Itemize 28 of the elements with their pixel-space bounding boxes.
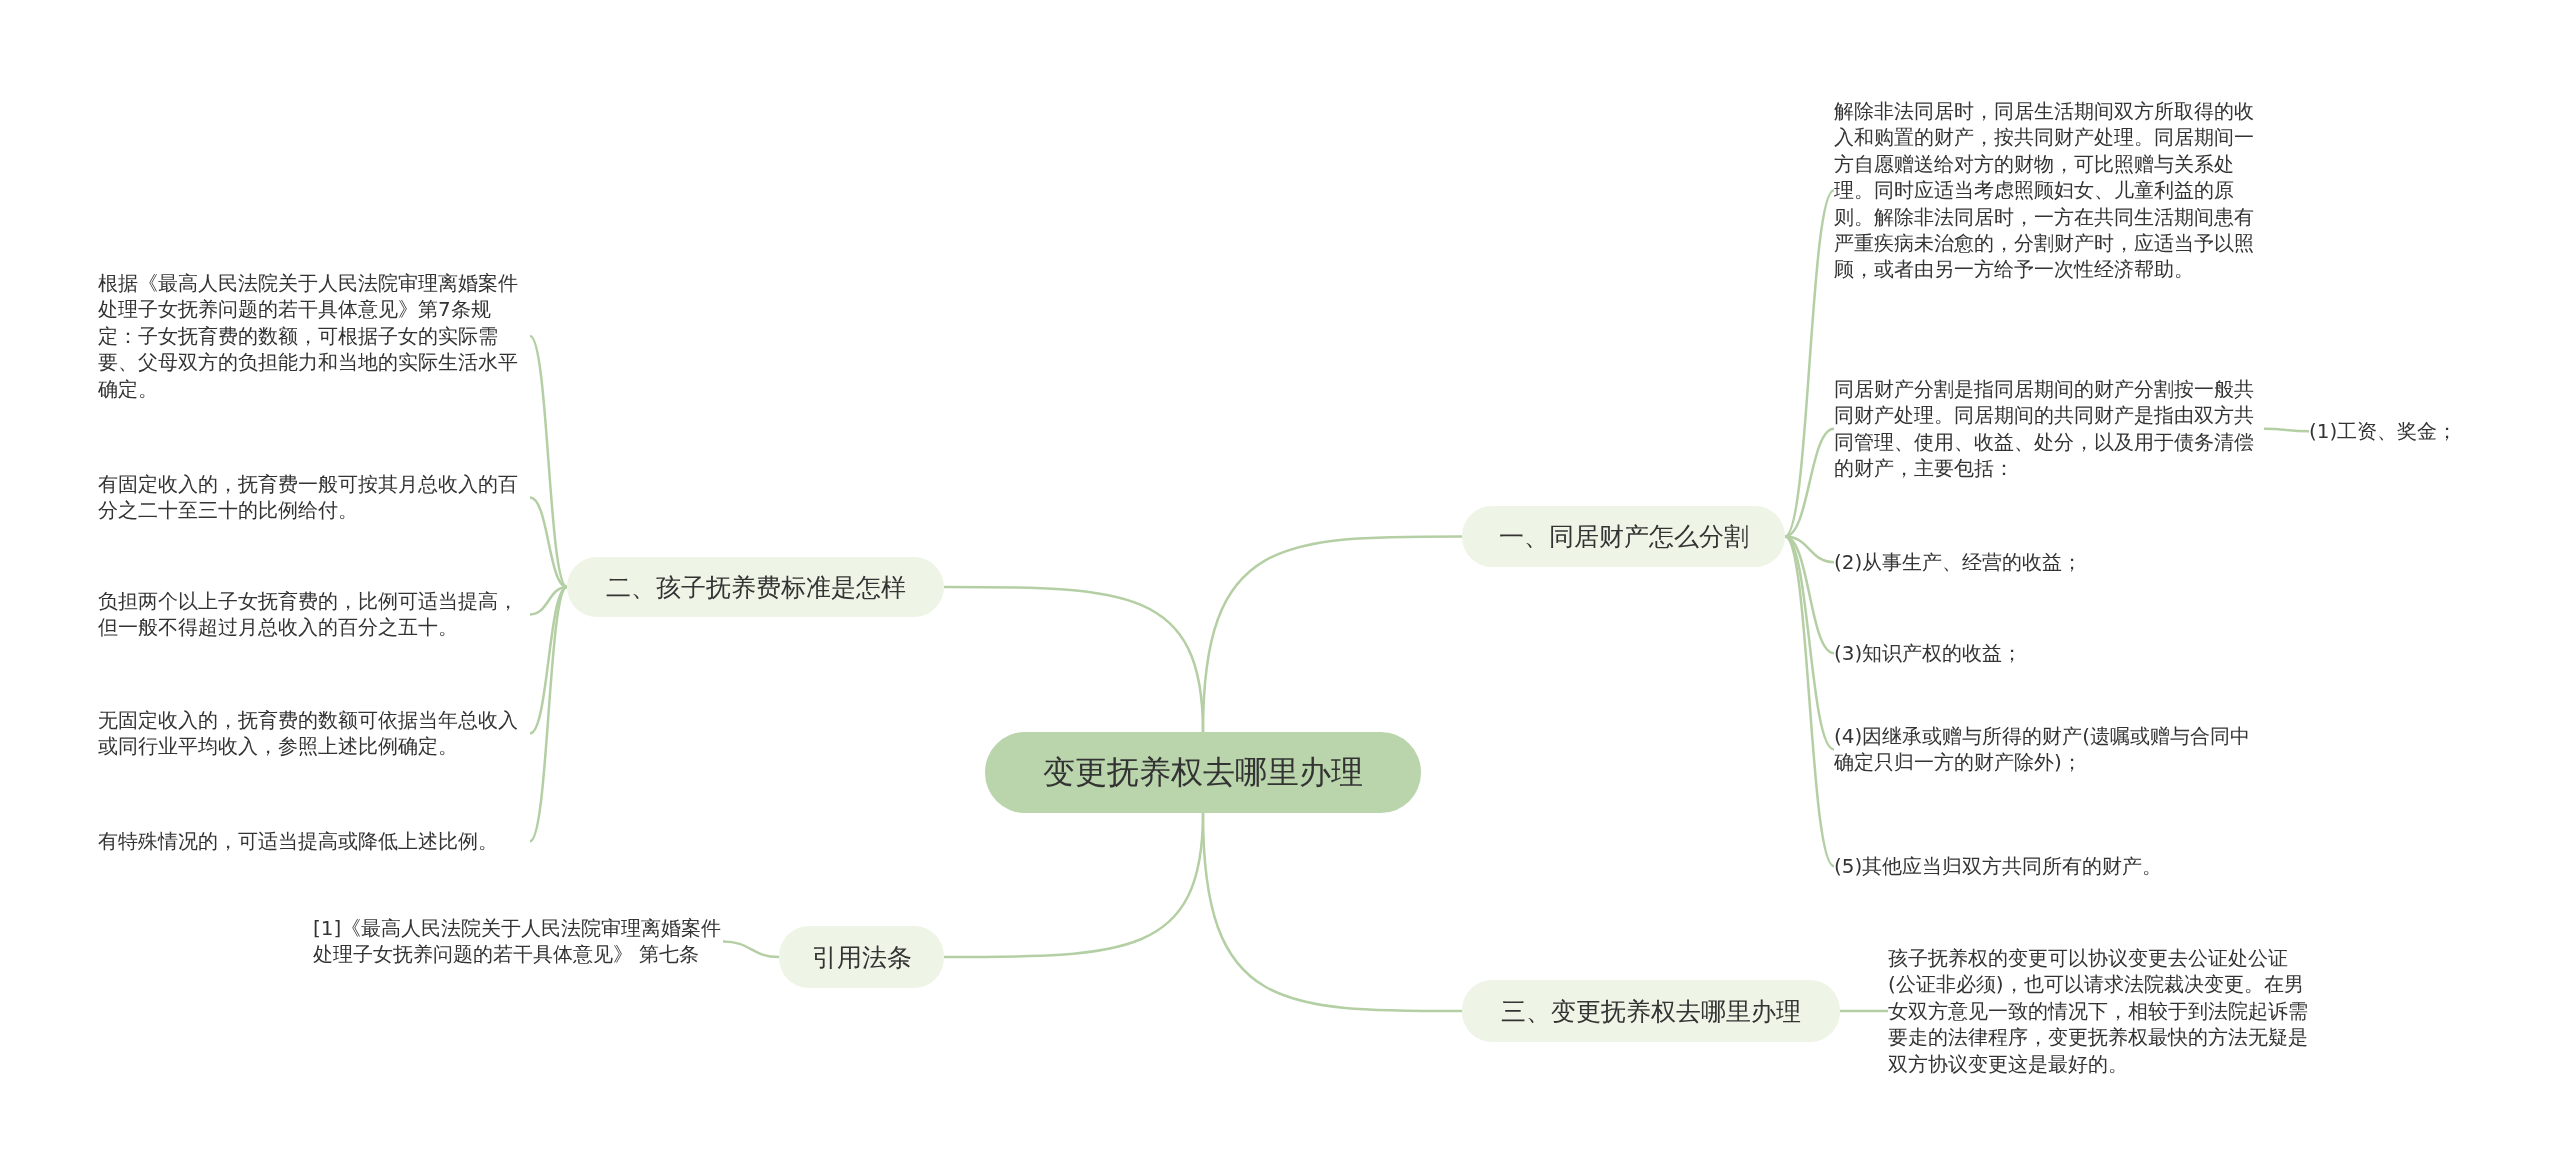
connector-line (2264, 427, 2309, 433)
note-text: 有固定收入的，抚育费一般可按其月总收入的百分之二十至三十的比例给付。 (98, 471, 530, 524)
connector-line (1784, 189, 1835, 538)
note-text: (4)因继承或赠与所得的财产(遗嘱或赠与合同中确定只归一方的财产除外)； (1834, 723, 2264, 776)
note-text: 有特殊情况的，可适当提高或降低上述比例。 (98, 828, 530, 855)
note-text: 根据《最高人民法院关于人民法院审理离婚案件处理子女抚养问题的若干具体意见》第7条规定：子女抚育费的数额，可根据子女的实际需要、父母双方的负担能力和当地的实际生活水平确定。 (98, 270, 530, 402)
note-text: 无固定收入的，抚育费的数额可依据当年总收入或同行业平均收入，参照上述比例确定。 (98, 707, 530, 760)
central-topic-box: 变更抚养权去哪里办理 (985, 732, 1421, 813)
note-text: 负担两个以上子女抚育费的，比例可适当提高，但一般不得超过月总收入的百分之五十。 (98, 588, 530, 641)
note-text: 孩子抚养权的变更可以协议变更去公证处公证(公证非必须)，也可以请求法院裁决变更。在男女双方意见一致的情况下，相较于到法院起诉需要走的法律程序，变更抚养权最快的方法无疑是双方协议变更这是最好的。 (1888, 945, 2308, 1077)
connector-line (529, 586, 568, 842)
note-text: (2)从事生产、经营的收益； (1834, 549, 2264, 576)
connector-line (529, 335, 568, 588)
note-text: [1]《最高人民法院关于人民法院审理离婚案件处理子女抚养问题的若干具体意见》 第七条 (313, 915, 723, 968)
topic-box: 一、同居财产怎么分割 (1462, 506, 1785, 567)
connector-line (1840, 1009, 1888, 1013)
note-text: 同居财产分割是指同居期间的财产分割按一般共同财产处理。同居期间的共同财产是指由双方共同管理、使用、收益、处分，以及用于债务清偿的财产，主要包括： (1834, 376, 2264, 482)
connector-line (1201, 812, 1462, 1013)
topic-box: 引用法条 (779, 926, 944, 988)
note-text: (1)工资、奖金； (2309, 418, 2469, 445)
note-text: 解除非法同居时，同居生活期间双方所取得的收入和购置的财产，按共同财产处理。同居期间一方自愿赠送给对方的财物，可比照赠与关系处理。同时应适当考虑照顾妇女、儿童利益的原则。解除非法同居时，一方在共同生活期间患有严重疾病未治愈的，分割财产时，应适当予以照顾，或者由另一方给予一次性经济帮助。 (1834, 98, 2264, 283)
connector-line (722, 940, 780, 959)
connector-line (944, 585, 1205, 733)
note-text: (3)知识产权的收益； (1834, 640, 2264, 667)
note-text: (5)其他应当归双方共同所有的财产。 (1834, 853, 2264, 880)
topic-box: 三、变更抚养权去哪里办理 (1462, 980, 1840, 1042)
connector-line (1784, 535, 1835, 868)
topic-box: 二、孩子抚养费标准是怎样 (567, 557, 944, 617)
